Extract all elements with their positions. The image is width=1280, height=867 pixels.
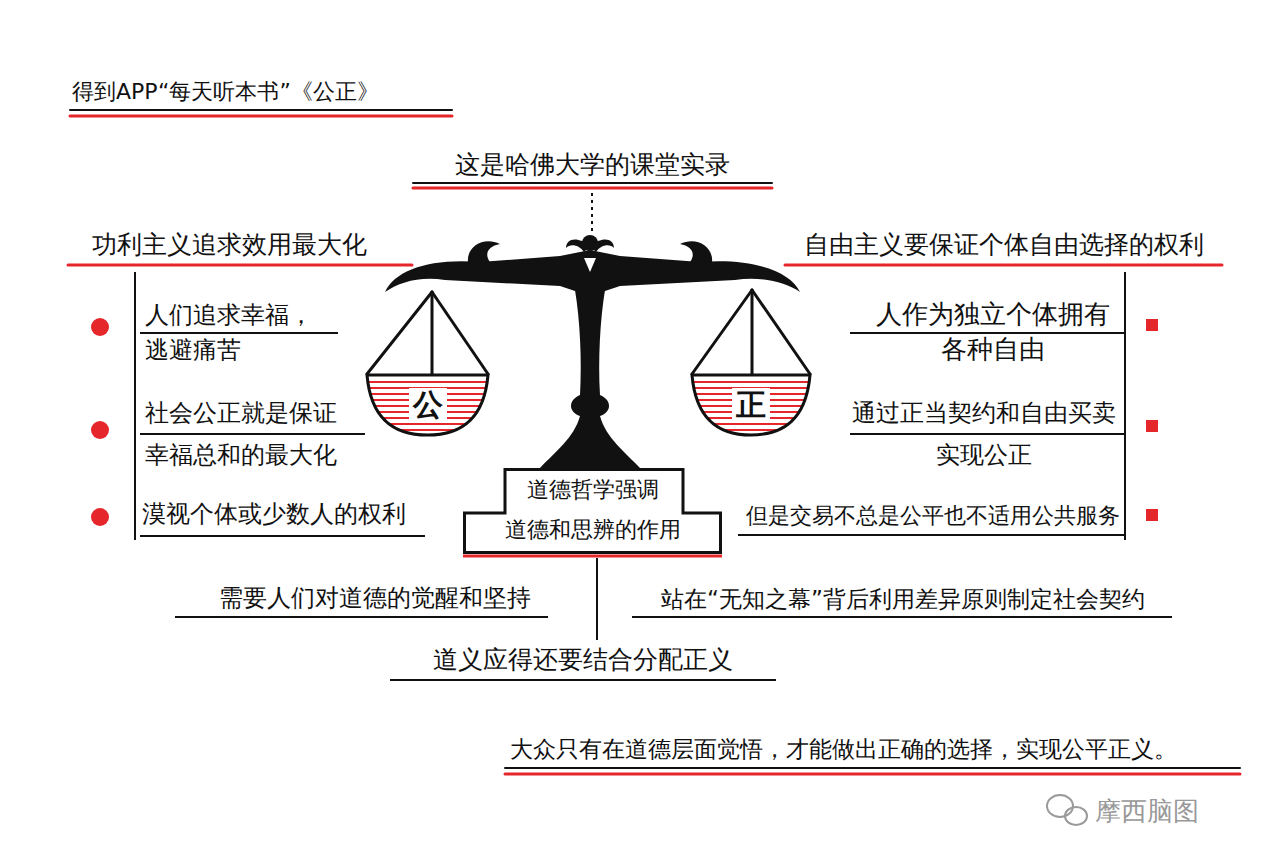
point-text: 通过正当契约和自由买卖 实现公正: [846, 392, 1122, 476]
pedestal-box: 道德哲学强调 道德和思辨的作用: [463, 468, 722, 554]
watermark: 摩西脑图: [1095, 796, 1235, 827]
dotted-leader: [591, 193, 593, 231]
branch-text: 需要人们对道德的觉醒和坚持: [205, 584, 545, 613]
branch-text: 站在“无知之幕”背后利用差异原则制定社会契约: [636, 585, 1170, 613]
bullet-square: [1146, 319, 1158, 521]
conclusion: 大众只有在道德层面觉悟，才能做出正确的选择，实现公平正义。: [510, 735, 1245, 763]
scale-pan: 公: [365, 372, 490, 438]
point-text: 但是交易不总是公平也不适用公共服务: [740, 502, 1120, 529]
point-text: 人作为独立个体拥有 各种自由: [868, 297, 1118, 367]
watermark-icon: [1047, 795, 1087, 825]
point-text: 社会公正就是保证 幸福总和的最大化: [145, 392, 351, 476]
point-text: 人们追求幸福， 逃避痛苦: [145, 298, 327, 368]
pan-character: 正: [732, 388, 770, 421]
pan-character: 公: [409, 388, 447, 421]
scale-pan: 正: [690, 372, 812, 438]
subtitle: 这是哈佛大学的课堂实录: [415, 150, 770, 180]
scale-illustration: [367, 235, 810, 468]
bullet-dot: [91, 318, 109, 526]
title: 得到APP“每天听本书”《公正》: [72, 78, 492, 106]
branch-heading: 功利主义追求效用最大化: [92, 230, 410, 260]
lower-branch: [175, 556, 1172, 680]
underline: [68, 110, 1240, 774]
pedestal-text: 道德哲学强调 道德和思辨的作用: [463, 470, 722, 550]
branch-text: 道义应得还要结合分配正义: [410, 645, 755, 675]
point-text: 漠视个体或少数人的权利: [142, 500, 432, 529]
branch-heading: 自由主义要保证个体自由选择的权利: [788, 230, 1220, 260]
